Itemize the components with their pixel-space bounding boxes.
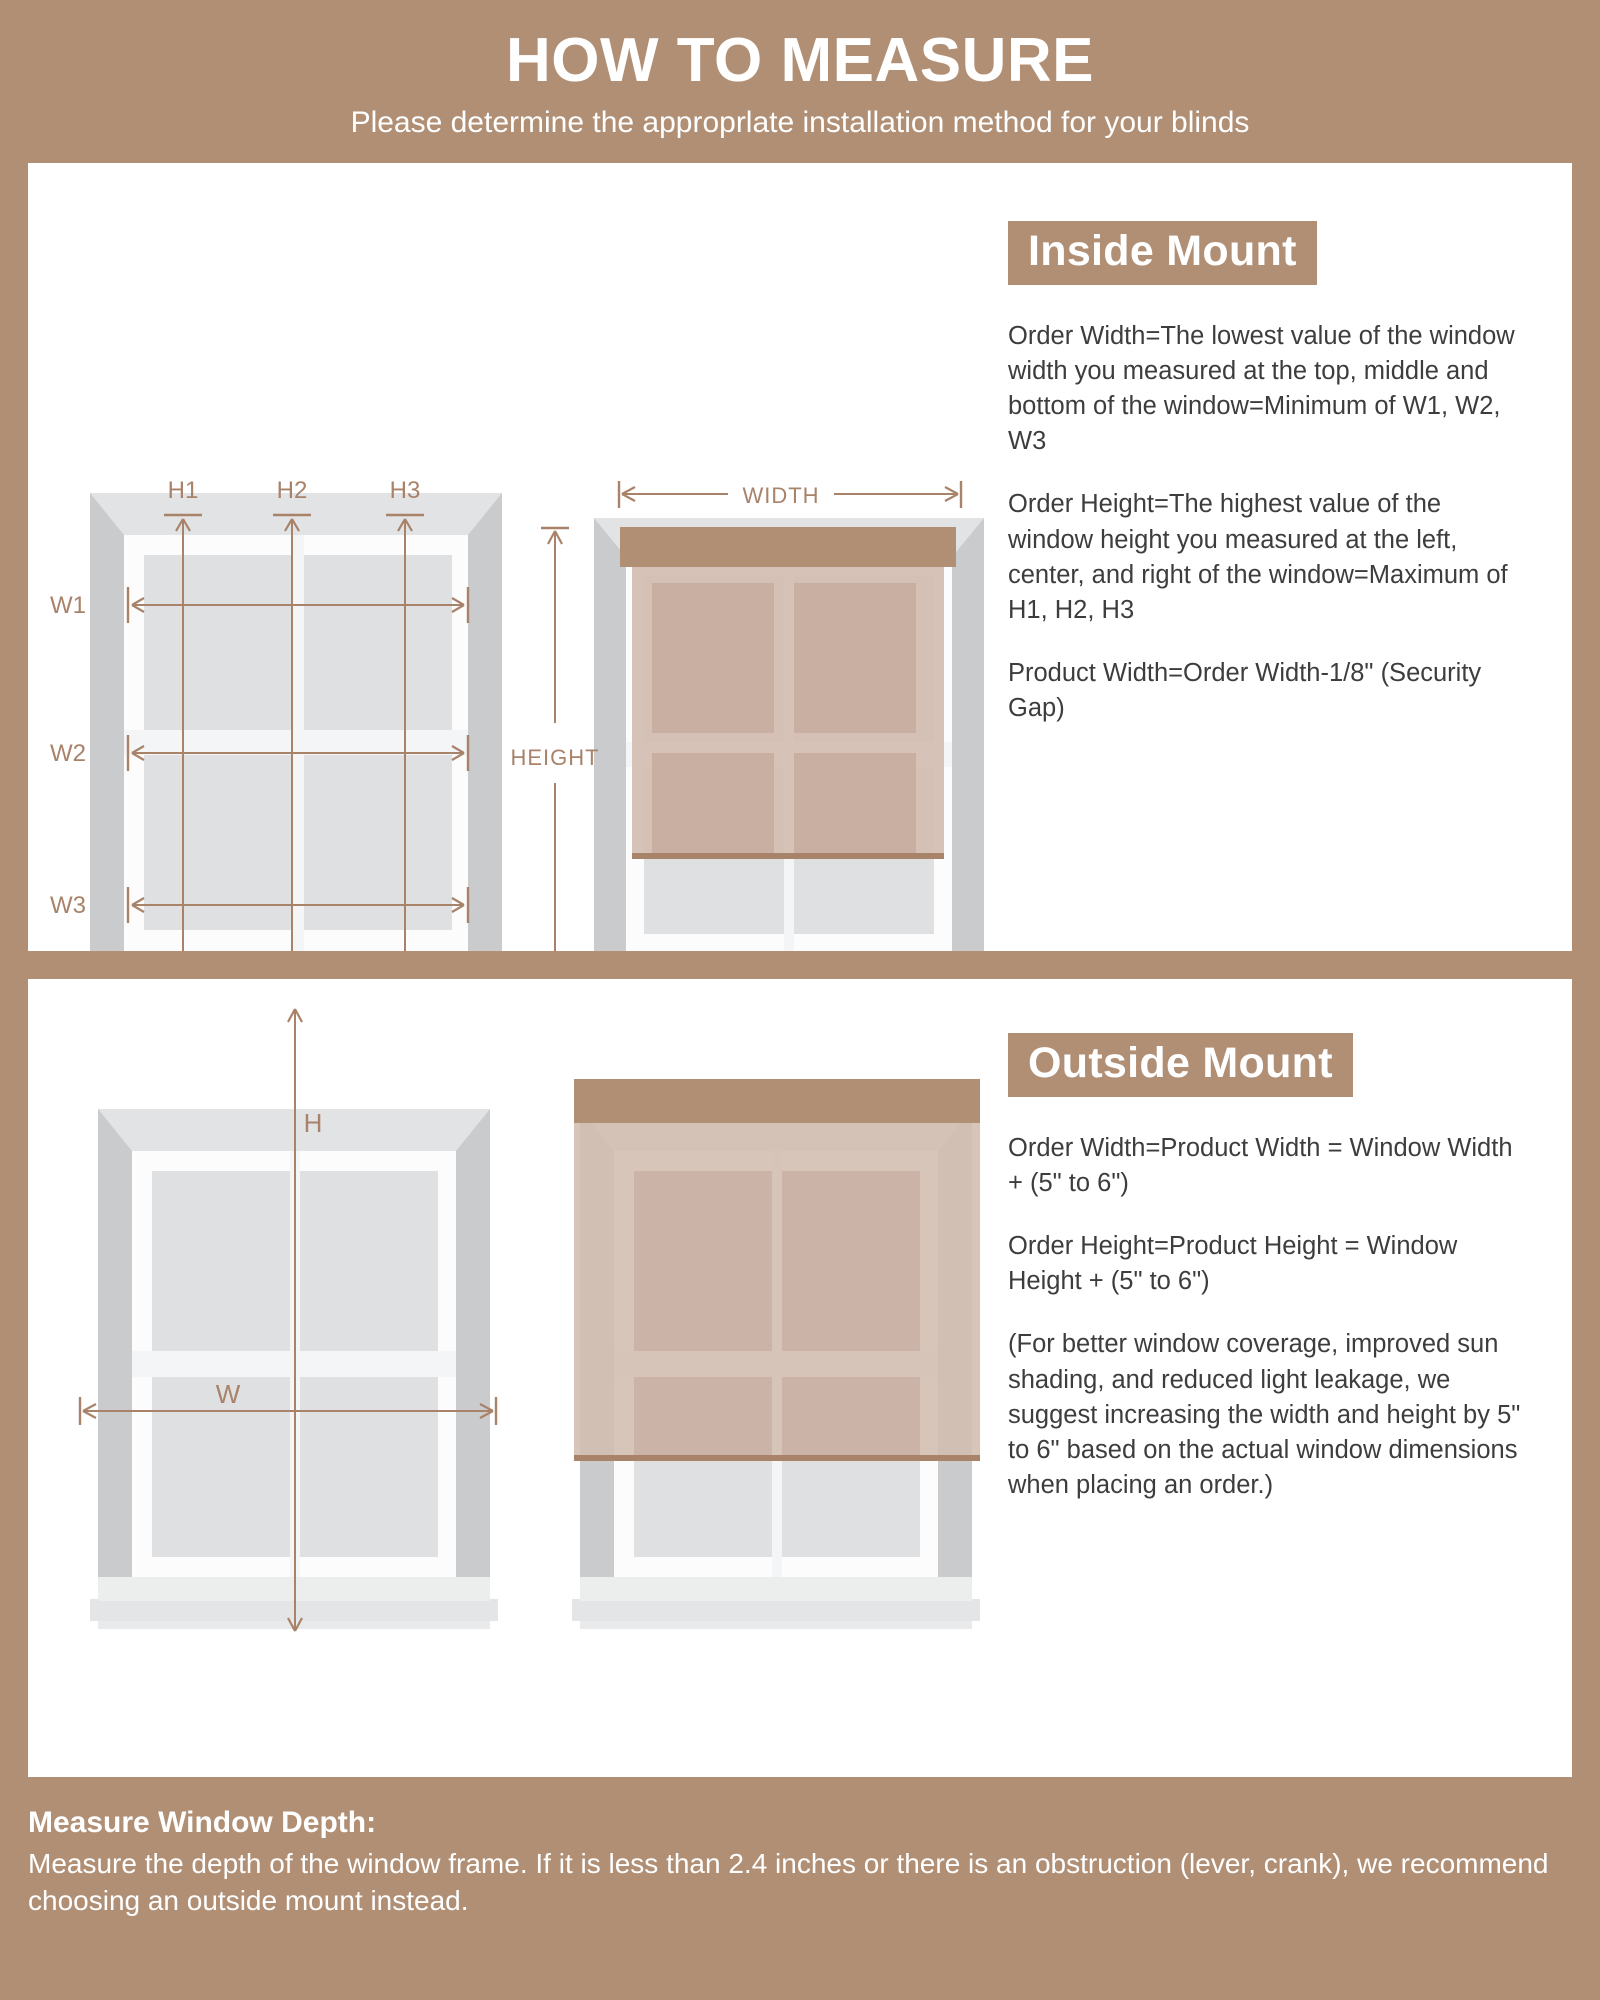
inside-mount-paragraph-1: Order Width=The lowest value of the wind…	[1008, 321, 1515, 456]
label-w3: W3	[50, 892, 86, 919]
inside-left-window	[90, 492, 502, 951]
label-h: H	[304, 1108, 323, 1138]
label-h1: H1	[168, 477, 199, 504]
inside-mount-paragraph-3: Product Width=Order Width-1/8" (Security…	[1008, 659, 1482, 723]
w-dimension-arrows	[126, 586, 470, 923]
outside-mount-svg: H W	[78, 1008, 980, 1632]
inside-mount-paragraph-2: Order Height=The highest value of the wi…	[1008, 490, 1508, 624]
measure-depth-note: Measure Window Depth: Measure the depth …	[28, 1803, 1572, 1919]
outside-mount-text: Outside Mount Order Width=Product Width …	[1008, 979, 1572, 1777]
measure-depth-title: Measure Window Depth:	[28, 1805, 377, 1839]
label-h3: H3	[390, 477, 421, 504]
label-w1: W1	[50, 592, 86, 619]
label-w: W	[216, 1379, 241, 1409]
outside-mount-badge: Outside Mount	[1008, 1032, 1353, 1097]
outside-mount-paragraph-3: (For better window coverage, improved su…	[1008, 1330, 1521, 1500]
page-subtitle: Please determine the approprlate install…	[350, 106, 1250, 140]
outside-mount-panel: H W	[28, 978, 1572, 1777]
label-h2: H2	[277, 477, 308, 504]
outside-mount-paragraph-1: Order Width=Product Width = Window Width…	[1008, 1133, 1513, 1197]
outside-h-arrow	[287, 1008, 303, 1632]
height-dimension-arrow	[541, 526, 569, 951]
inside-right-window	[594, 517, 984, 951]
h-dimension-arrows	[164, 513, 424, 951]
page-header: HOW TO MEASURE Please determine the appr…	[0, 0, 1600, 144]
inside-mount-diagram: H1 H2 H3 W1 W2 W3	[28, 163, 1008, 951]
measure-depth-body: Measure the depth of the window frame. I…	[28, 1847, 1549, 1916]
label-height: HEIGHT	[510, 745, 599, 770]
outside-w-arrow	[78, 1396, 498, 1425]
width-dimension-arrow	[617, 480, 963, 508]
page-title: HOW TO MEASURE	[506, 26, 1094, 95]
outside-right-window	[572, 1078, 980, 1629]
inside-mount-panel: H1 H2 H3 W1 W2 W3	[28, 162, 1572, 951]
outside-mount-paragraph-2: Order Height=Product Height = Window Hei…	[1008, 1232, 1458, 1296]
outside-mount-diagram: H W	[28, 979, 1008, 1777]
inside-mount-badge: Inside Mount	[1008, 220, 1317, 285]
inside-mount-text: Inside Mount Order Width=The lowest valu…	[1008, 163, 1572, 951]
inside-mount-svg: H1 H2 H3 W1 W2 W3	[50, 477, 984, 951]
label-w2: W2	[50, 740, 86, 767]
label-width: WIDTH	[742, 483, 819, 508]
